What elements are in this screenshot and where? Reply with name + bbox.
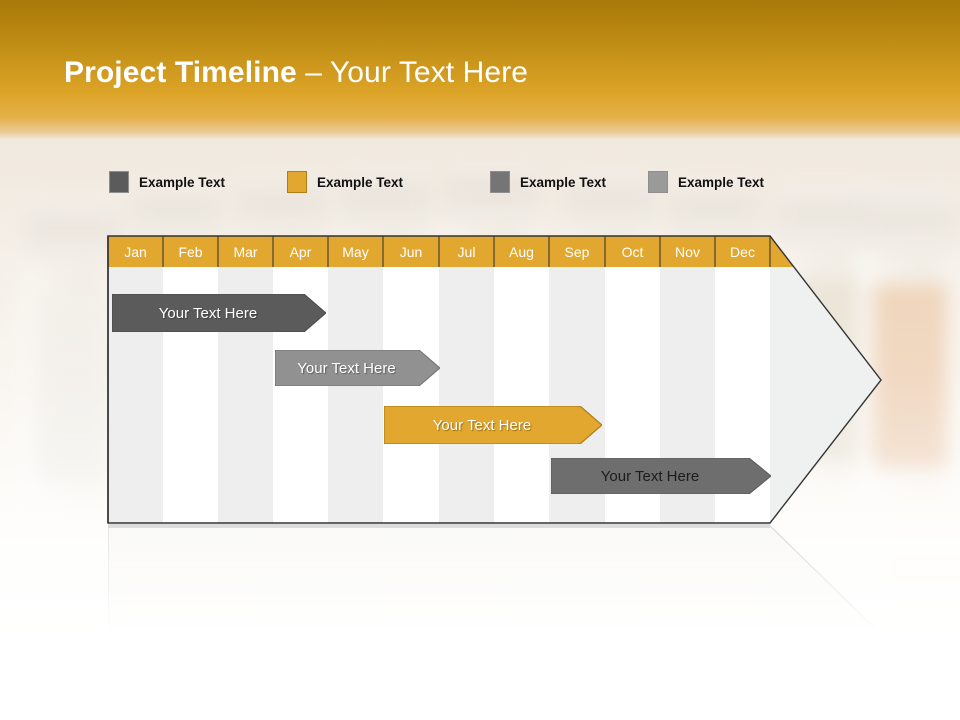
month-cell-may[interactable]: May — [328, 236, 383, 267]
month-cell-feb[interactable]: Feb — [163, 236, 218, 267]
legend-item[interactable]: Example Text — [287, 170, 403, 194]
task-bar[interactable]: Your Text Here — [275, 350, 440, 386]
legend-item-label: Example Text — [678, 174, 765, 190]
task-bar[interactable]: Your Text Here — [384, 406, 602, 444]
month-label: Aug — [509, 243, 534, 260]
page-title-bold: Project Timeline — [64, 56, 297, 89]
legend-item-label: Example Text — [520, 174, 607, 190]
task-bar-shape — [384, 406, 602, 444]
legend-item[interactable]: Example Text — [648, 170, 764, 194]
chart-reflection — [108, 524, 881, 634]
month-header-band — [108, 236, 794, 267]
task-bar[interactable]: Your Text Here — [112, 294, 326, 332]
month-label: Jul — [457, 243, 476, 260]
month-cell-aug[interactable]: Aug — [494, 236, 549, 267]
legend-swatch-icon — [648, 171, 668, 193]
month-cell-sep[interactable]: Sep — [549, 236, 605, 267]
legend-item[interactable]: Example Text — [490, 170, 606, 194]
month-label: Dec — [730, 243, 755, 260]
month-label: Jan — [124, 243, 147, 260]
legend-swatch-icon — [490, 171, 510, 193]
legend-item-label: Example Text — [317, 174, 404, 190]
title-band: Project Timeline – Your Text Here — [0, 0, 960, 140]
page-title-regular: – Your Text Here — [296, 56, 529, 89]
month-cell-nov[interactable]: Nov — [660, 236, 715, 267]
month-label: Sep — [564, 243, 590, 260]
month-label: Jun — [399, 243, 423, 260]
task-bar-shape — [551, 458, 771, 494]
month-cell-mar[interactable]: Mar — [218, 236, 273, 267]
legend-swatch-icon — [109, 171, 129, 193]
timeline-chart: Jan Feb Mar Apr May Jun Jul Aug — [107, 235, 882, 524]
legend-item-label: Example Text — [139, 174, 226, 190]
legend-swatch-icon — [287, 171, 307, 193]
page-title: Project Timeline – Your Text Here — [64, 58, 528, 88]
task-bar-shape — [112, 294, 326, 332]
month-cell-oct[interactable]: Oct — [605, 236, 660, 267]
background-bottom-fade — [0, 630, 960, 720]
month-cell-dec[interactable]: Dec — [715, 236, 770, 267]
month-label: Mar — [233, 243, 258, 260]
month-label: Nov — [675, 243, 700, 260]
month-cell-apr[interactable]: Apr — [273, 236, 328, 267]
month-label: Feb — [178, 243, 203, 260]
month-label: Apr — [289, 243, 312, 260]
task-bar[interactable]: Your Text Here — [551, 458, 771, 494]
month-label: Oct — [621, 243, 644, 260]
month-cell-jan[interactable]: Jan — [108, 236, 163, 267]
month-label: May — [342, 243, 369, 260]
month-cell-jun[interactable]: Jun — [383, 236, 439, 267]
legend-item[interactable]: Example Text — [109, 170, 225, 194]
task-bar-shape — [275, 350, 440, 386]
month-cell-jul[interactable]: Jul — [439, 236, 494, 267]
